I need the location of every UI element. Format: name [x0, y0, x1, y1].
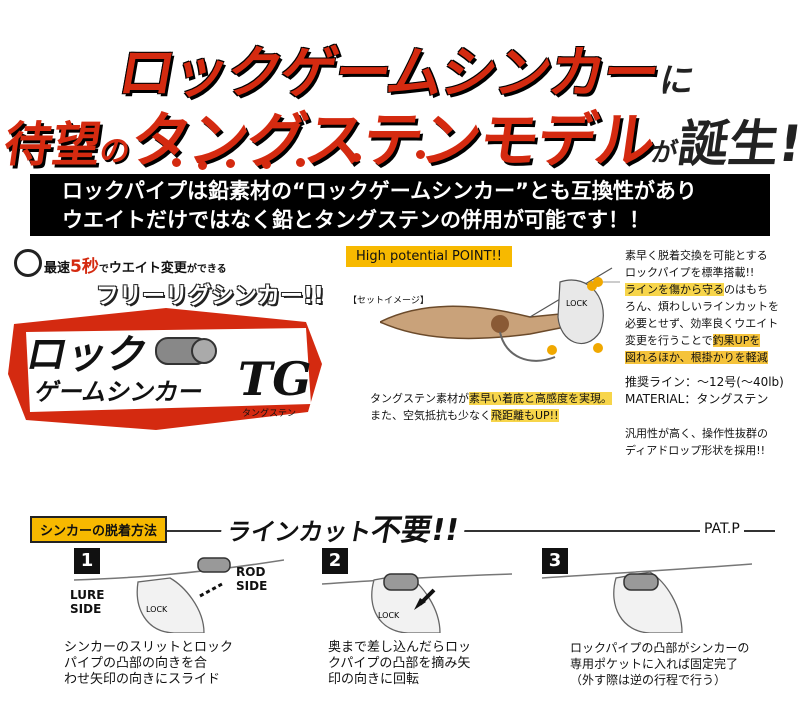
desc-line: ろん、煩わしいラインカットを [625, 300, 779, 313]
lure-label: LURE [70, 588, 105, 602]
feature-description: 素早く脱着交換を可能とする ロックパイプを標準搭載!! ラインを傷から守るのはも… [625, 247, 795, 366]
tungsten-text: タングステン素材が [370, 392, 469, 405]
step2-text: 奥まで差し込んだらロッ クパイプの凸部を摘み矢 印の向きに回転 [328, 640, 471, 688]
step-line: シンカーのスリットとロック [64, 640, 234, 655]
step3-illustration [542, 563, 752, 633]
step1-illustration: LOCK [74, 557, 284, 633]
step-line: パイプの凸部の向きを合 [64, 656, 208, 671]
stopwatch-icon [14, 249, 42, 277]
decor-dot [296, 158, 305, 167]
recommended-line: 推奨ライン：〜12号(〜40lb) [625, 375, 784, 389]
desc-line: 必要とせず、効率良くウエイト [625, 317, 779, 330]
free-rig-title: フリーリグシンカー!! [96, 283, 324, 309]
how-to-tag: シンカーの脱着方法 [30, 516, 168, 543]
step-number: 1 [74, 548, 100, 574]
decor-dot [198, 161, 207, 170]
fuyou-text: 不要!! [368, 513, 462, 548]
shape-line: ディアドロップ形状を採用!! [625, 444, 766, 457]
tungsten-highlight: 素早い着底と高感度を実現。 [469, 392, 612, 405]
lure-illustration: LOCK [380, 267, 613, 362]
compatibility-banner: ロックパイプは鉛素材の“ロックゲームシンカー”とも互換性があり ウエイトだけでは… [30, 174, 770, 236]
step-line: クパイプの凸部を摘み矢 [328, 656, 471, 671]
decor-dot [416, 150, 425, 159]
step2-illustration: LOCK [322, 573, 512, 633]
headline-line2-a: 待望 [0, 117, 105, 173]
logo-text-sinker: ゲームシンカー [32, 378, 206, 406]
headline-line2: 待望のタングステンモデルが誕生!! [0, 92, 800, 179]
product-logo: ロック ゲームシンカー TG タングステン [6, 304, 324, 434]
step-line: わせ矢印の向きにスライド [64, 672, 221, 687]
banner-line2: ウエイトだけではなく鉛とタングステンの併用が可能です！！ [62, 208, 650, 232]
tungsten-text: また、空気抵抗も少なく [370, 409, 491, 422]
decor-dot [226, 159, 235, 168]
logo-sub: タングステン [242, 409, 297, 419]
desc-line: 変更を行うことで [625, 334, 713, 347]
lock-mark: LOCK [146, 605, 168, 614]
callout-dots [592, 277, 620, 353]
speed-suffix-c: ができる [186, 264, 227, 275]
desc-highlight: 図れるほか、根掛かりを軽減 [625, 351, 768, 364]
step-number: 2 [322, 548, 348, 574]
linecut-text: ラインカット [224, 518, 374, 546]
desc-line: ロックパイプを標準搭載!! [625, 266, 755, 279]
tungsten-highlight: 飛距離もUP!! [491, 409, 559, 422]
headline-line2-e: 誕生!! [674, 115, 800, 173]
speed-caption: 最速5秒でウエイト変更ができる [44, 252, 227, 277]
step1-text: シンカーのスリットとロック パイプの凸部の向きを合 わせ矢印の向きにスライド [64, 640, 233, 688]
shape-description: 汎用性が高く、操作性抜群の ディアドロップ形状を採用!! [625, 425, 768, 459]
step-line: 印の向きに回転 [328, 672, 420, 687]
logo-brush-background [8, 308, 322, 430]
speed-suffix-b: ウエイト変更 [108, 261, 187, 276]
decor-dot [352, 153, 361, 162]
shape-line: 汎用性が高く、操作性抜群の [625, 427, 768, 440]
speed-seconds: 5秒 [70, 257, 99, 277]
desc-highlight: 釣果UPを [712, 334, 761, 347]
tungsten-description: タングステン素材が素早い着底と高感度を実現。 また、空気抵抗も少なく飛距離もUP… [370, 390, 612, 424]
no-line-cut-title: ラインカット不要!! [218, 505, 470, 549]
side-label: SIDE [236, 579, 268, 593]
step-line: （外す際は逆の行程で行う） [570, 673, 727, 687]
side-label: SIDE [70, 602, 102, 616]
banner-line1: ロックパイプは鉛素材の“ロックゲームシンカー”とも互換性があり [62, 179, 697, 203]
step-line: 奥まで差し込んだらロッ [328, 640, 472, 655]
desc-line: 素早く脱着交換を可能とする [625, 249, 768, 262]
lock-mark: LOCK [378, 611, 400, 620]
speed-prefix: 最速 [44, 261, 71, 276]
point-label: High potential POINT!! [346, 246, 512, 267]
patent-label: PAT.P [700, 521, 744, 537]
spec-block: 推奨ライン：〜12号(〜40lb) MATERIAL：タングステン [625, 374, 784, 408]
rod-label: ROD [236, 565, 266, 579]
desc-line: のはもち [724, 283, 768, 296]
set-image-label: 【セットイメージ】 [348, 296, 429, 306]
decor-dot [262, 160, 271, 169]
step-line: 専用ポケットに入れば固定完了 [570, 657, 739, 671]
decor-dot [172, 158, 181, 167]
step-number: 3 [542, 548, 568, 574]
step-line: ロックパイプの凸部がシンカーの [570, 641, 750, 655]
step3-text: ロックパイプの凸部がシンカーの 専用ポケットに入れば固定完了 （外す際は逆の行程… [570, 640, 749, 688]
logo-tg: TG [238, 352, 312, 406]
material-line: MATERIAL：タングステン [625, 392, 769, 406]
lock-mark: LOCK [566, 299, 588, 308]
desc-highlight: ラインを傷から守る [625, 283, 724, 296]
speed-suffix-a: で [98, 264, 109, 275]
